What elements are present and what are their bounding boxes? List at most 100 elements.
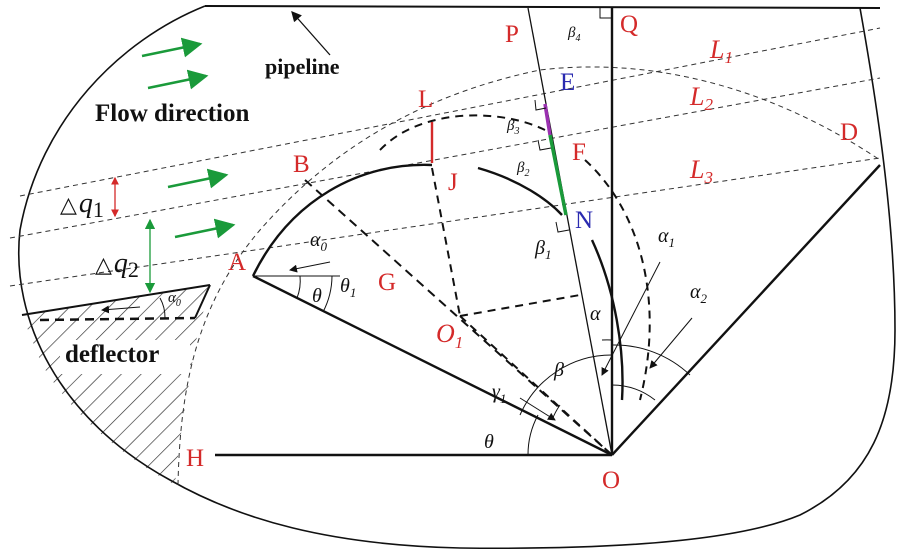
arc-alpha1-O: [611, 384, 656, 401]
gamma1-label: γ1: [492, 381, 506, 406]
L3-sub: 3: [703, 168, 713, 187]
alpha1-sub: 1: [669, 235, 676, 250]
pipeline-top-wall: [204, 5, 881, 9]
O1-main: O: [436, 319, 455, 348]
gamma1-main: γ: [492, 381, 501, 403]
beta1-sub: 1: [545, 247, 552, 262]
flow-arrow-2: [147, 69, 209, 90]
alpha2-pointer: [649, 317, 693, 369]
flow-arrow-3: [167, 168, 229, 189]
pipeline-pointer: [291, 11, 331, 56]
arc-gamma1-O: [551, 404, 561, 421]
beta-label: β: [553, 359, 564, 381]
alpha1-label: α1: [658, 225, 675, 250]
point-J-label: J: [448, 169, 458, 196]
delta-q1-label: △q1: [60, 188, 104, 222]
beta1-main: β: [534, 237, 545, 259]
dq2-main: q: [114, 248, 128, 279]
L3-main: L: [689, 155, 704, 184]
alpha0-small-main: α: [168, 290, 177, 306]
alpha0-sub: 0: [321, 239, 328, 254]
alpha1-pointer: [601, 261, 661, 376]
alpha0-pointer: [289, 261, 331, 273]
arc-theta1-A: [322, 275, 333, 313]
O1-sub: 1: [455, 333, 464, 352]
dashed-circle-O1: [379, 114, 546, 151]
point-H-label: H: [186, 445, 204, 472]
arc-theta-A: [296, 275, 301, 299]
theta1-main: θ: [340, 275, 350, 297]
streamline-2: [9, 77, 881, 239]
line-B-O-dashed: [304, 179, 613, 456]
alpha2-label: α2: [690, 281, 708, 306]
arc-beta-O: [519, 354, 613, 416]
pipeline-label: pipeline: [265, 54, 340, 79]
deflector-label-bg: [60, 340, 190, 374]
arc-theta-O: [527, 414, 539, 456]
beta2-sub: 2: [524, 168, 529, 179]
deflector-top-edge: [21, 284, 211, 316]
alpha0-small-sub: 0: [176, 298, 181, 309]
blade-arc-J-N: [477, 166, 563, 216]
beta4-main: β: [567, 25, 576, 41]
deflector-side: [194, 284, 211, 319]
right-angle-Q: [599, 8, 612, 19]
L1-sub: 1: [724, 48, 733, 67]
dq2-delta: △: [95, 252, 112, 277]
point-A-label: A: [228, 249, 246, 276]
dq1-sub: 1: [93, 197, 104, 222]
beta4-sub: 4: [575, 33, 580, 44]
flow-arrow-1: [141, 37, 203, 58]
gamma1-pointer: [519, 397, 556, 421]
dashed-arc-right: [584, 159, 651, 401]
right-angle-N: [555, 221, 570, 233]
alpha0-main: α: [310, 229, 321, 251]
L1-main: L: [709, 35, 724, 64]
deflector-hatched-region: [22, 285, 210, 485]
point-G-label: G: [378, 269, 396, 296]
blade-arc-right: [590, 239, 624, 401]
beta4-label: β4: [567, 25, 580, 44]
dq1-main: q: [79, 188, 93, 219]
beta3-main: β: [506, 118, 515, 134]
flow-arrow-4: [174, 218, 236, 239]
point-N-label: N: [575, 207, 593, 234]
alpha2-main: α: [690, 281, 701, 303]
line-O1-O-dashed: [459, 315, 613, 456]
L2-main: L: [689, 82, 704, 111]
beta2-main: β: [516, 160, 525, 176]
line-P-O: [527, 7, 613, 456]
streamline-1: [19, 27, 881, 197]
point-O1-label: O1: [436, 319, 463, 352]
beta3-label: β3: [506, 118, 519, 137]
point-B-label: B: [293, 151, 310, 178]
beta3-sub: 3: [513, 126, 519, 137]
alpha-label: α: [590, 303, 601, 325]
deflector-label: deflector: [65, 341, 159, 368]
dq2-sub: 2: [128, 257, 139, 282]
green-segment-F-N: [548, 134, 568, 216]
alpha1-main: α: [658, 225, 669, 247]
line-O-D: [611, 164, 881, 456]
point-D-label: D: [840, 119, 858, 146]
theta-O-label: θ: [484, 431, 494, 453]
line-A-O: [252, 274, 613, 457]
arc-alpha2-O: [611, 344, 691, 376]
alpha2-sub: 2: [701, 291, 708, 306]
delta-q2-label: △q2: [95, 248, 139, 282]
L2-sub: 2: [704, 95, 713, 114]
line-O1-perp-dashed: [459, 294, 581, 317]
theta1-label: θ1: [340, 275, 356, 300]
pipe-outer-boundary: [18, 5, 896, 550]
streamline-L2-label: L2: [689, 82, 713, 114]
theta1-sub: 1: [350, 285, 357, 300]
beta1-label: β1: [534, 237, 551, 262]
streamline-3: [9, 157, 881, 287]
large-dashed-arc: [177, 66, 881, 486]
right-angle-beta2: [537, 139, 552, 151]
streamline-L1-label: L1: [709, 35, 733, 67]
point-Q-label: Q: [620, 11, 638, 38]
point-O-label: O: [602, 467, 620, 494]
blade-arc-A-J: [251, 163, 433, 277]
